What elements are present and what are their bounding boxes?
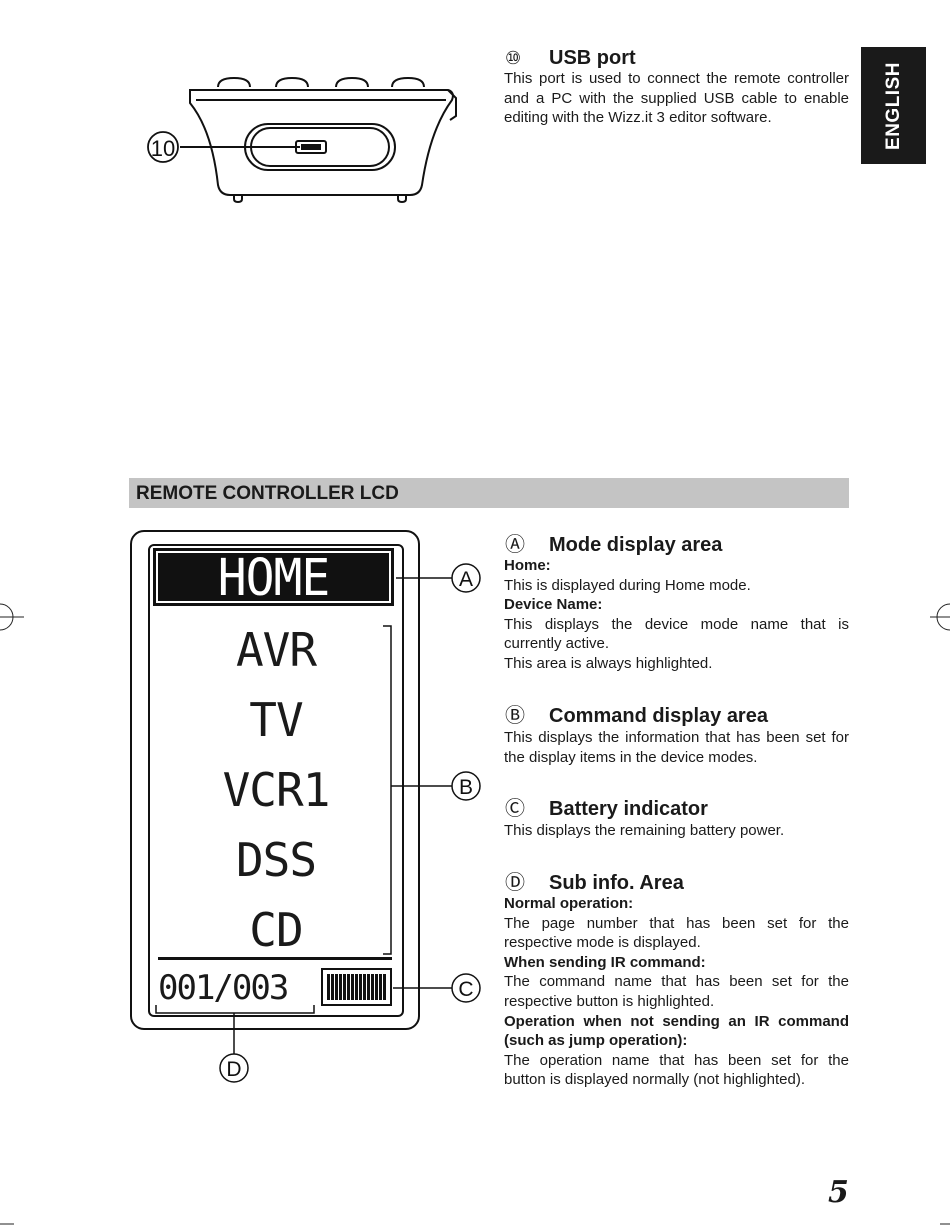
battery-indicator-heading: Ⓒ Battery indicator (505, 797, 708, 821)
lcd-item: AVR (235, 623, 317, 677)
marker-d: Ⓓ (505, 872, 525, 894)
battery-indicator (321, 968, 392, 1006)
lcd-outer-frame (130, 530, 420, 1030)
callout-b-circle (451, 771, 481, 801)
callout-d-circle (219, 1053, 249, 1083)
callout-b-label: B (459, 776, 473, 799)
section-title: REMOTE CONTROLLER LCD (136, 483, 399, 504)
sub-info-description: Normal operation: The page number that h… (504, 894, 849, 1090)
home-text: This is displayed during Home mode. (504, 576, 751, 594)
command-display-title: Command display area (549, 705, 768, 727)
mode-display-heading: Ⓐ Mode display area (505, 533, 722, 557)
mode-display-title: Mode display area (549, 534, 723, 556)
lcd-item: TV (249, 693, 303, 747)
lcd-mode-bar (153, 548, 394, 606)
marker-b: Ⓑ (505, 705, 525, 727)
usb-port-marker: ⑩ (505, 48, 522, 68)
sub-info-title: Sub info. Area (549, 872, 684, 894)
home-label: Home: (504, 557, 551, 574)
device-name-text: This displays the device mode name that … (504, 615, 849, 653)
lcd-item: CD (249, 903, 303, 957)
no-ir-command-text: The operation name that has been set for… (504, 1051, 849, 1089)
lcd-mode-text: HOME (217, 548, 331, 608)
ir-command-label: When sending IR command: (504, 953, 706, 971)
device-name-label: Device Name: (504, 596, 603, 614)
lcd-screen (148, 544, 404, 1017)
usb-port-heading: ⑩ USB port (505, 46, 636, 70)
command-display-heading: Ⓑ Command display area (505, 704, 768, 728)
no-ir-command-label: Operation when not sending an IR command… (504, 1012, 849, 1050)
callout-c-label: C (458, 978, 473, 1001)
sub-info-heading: Ⓓ Sub info. Area (505, 871, 684, 895)
mode-display-description: Home: This is displayed during Home mode… (504, 556, 849, 674)
lcd-separator (158, 957, 392, 960)
callout-c-circle (451, 973, 481, 1003)
section-header: REMOTE CONTROLLER LCD (129, 478, 849, 508)
highlight-note: This area is always highlighted. (504, 654, 713, 672)
usb-port-description: This port is used to connect the remote … (504, 70, 849, 127)
normal-operation-text: The page number that has been set for th… (504, 914, 849, 952)
usb-port-title: USB port (549, 47, 636, 69)
battery-indicator-description: This displays the remaining battery powe… (504, 822, 785, 839)
usb-callout-label: 10 (151, 136, 175, 161)
battery-level-bars (327, 974, 386, 1000)
callout-d-label: D (226, 1058, 241, 1081)
battery-indicator-title: Battery indicator (549, 798, 708, 820)
command-display-description: This displays the information that has b… (504, 729, 849, 766)
lcd-item: VCR1 (222, 763, 331, 817)
usb-port-illustration: 10 (147, 76, 457, 204)
marker-c: Ⓒ (505, 798, 525, 820)
lcd-item: DSS (235, 833, 317, 887)
callout-a-circle (451, 563, 481, 593)
callout-a-label: A (459, 568, 473, 591)
page-number: 5 (828, 1175, 849, 1210)
normal-operation-label: Normal operation: (504, 895, 634, 912)
lcd-sub-info: 001/003 (158, 968, 289, 1008)
ir-command-text: The command name that has been set for t… (504, 973, 849, 1010)
language-tab: ENGLISH (861, 47, 926, 164)
marker-a: Ⓐ (505, 534, 525, 556)
